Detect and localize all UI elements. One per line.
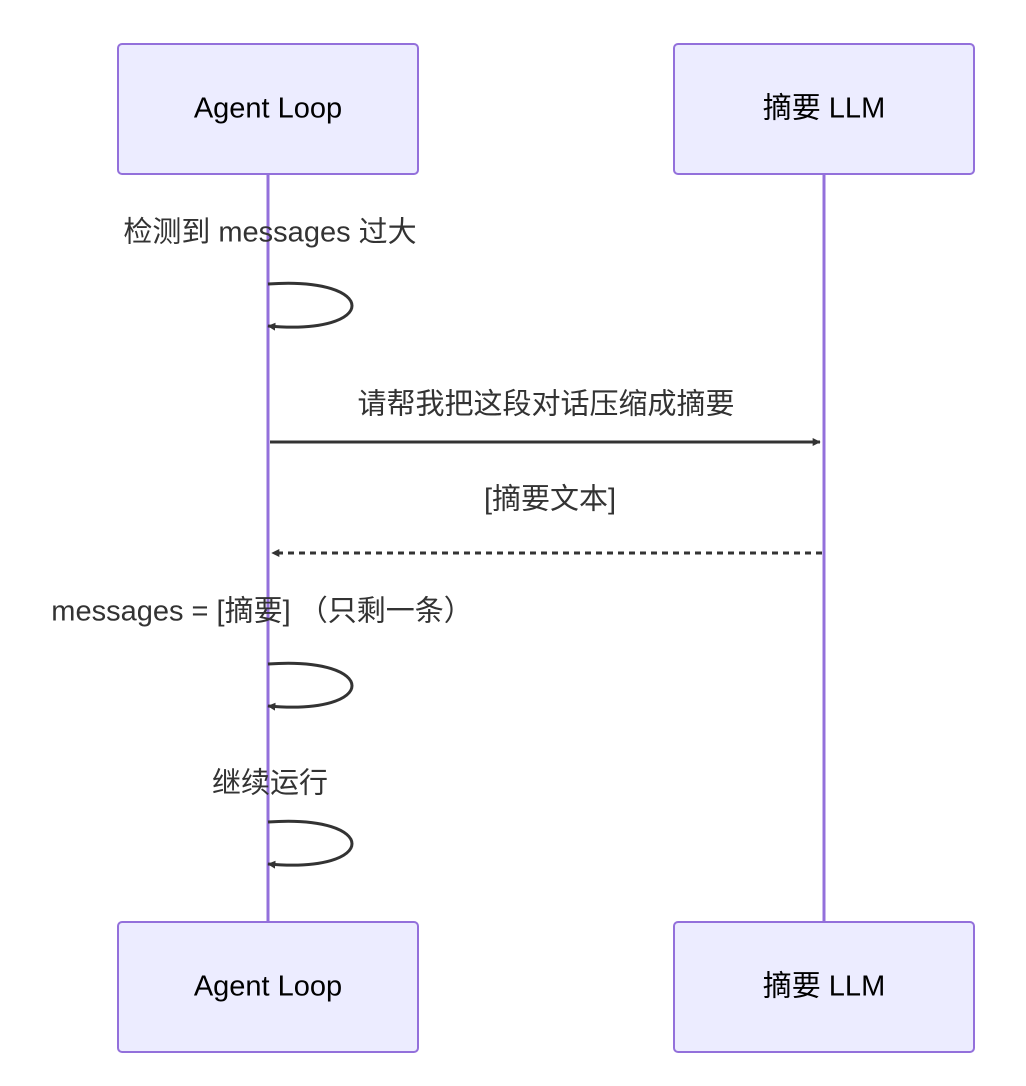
message-label: messages = [摘要] （只剩一条） <box>51 595 472 628</box>
actor-agent-loop-bottom[interactable]: Agent Loop <box>117 921 419 1053</box>
message-self-replace: messages = [摘要] （只剩一条） <box>51 595 473 711</box>
actor-label: 摘要 LLM <box>763 970 885 1003</box>
actor-summary-llm-top[interactable]: 摘要 LLM <box>673 43 975 175</box>
actor-summary-llm-bottom[interactable]: 摘要 LLM <box>673 921 975 1053</box>
message-label: 继续运行 <box>212 767 328 800</box>
actor-agent-loop-top[interactable]: Agent Loop <box>117 43 419 175</box>
actor-label: Agent Loop <box>194 93 342 125</box>
actor-label: 摘要 LLM <box>763 92 885 125</box>
message-label: 检测到 messages 过大 <box>123 216 416 249</box>
message-request-summary: 请帮我把这段对话压缩成摘要 <box>270 388 821 446</box>
actor-label: Agent Loop <box>194 971 342 1003</box>
self-loop-arrow <box>267 281 354 331</box>
message-self-continue: 继续运行 <box>212 767 354 869</box>
message-self-detect: 检测到 messages 过大 <box>123 216 417 331</box>
self-loop-arrow <box>267 819 354 869</box>
message-label: 请帮我把这段对话压缩成摘要 <box>357 388 734 421</box>
message-label: [摘要文本] <box>484 483 616 516</box>
self-loop-arrow <box>267 661 354 711</box>
message-reply-summary: [摘要文本] <box>271 483 822 557</box>
